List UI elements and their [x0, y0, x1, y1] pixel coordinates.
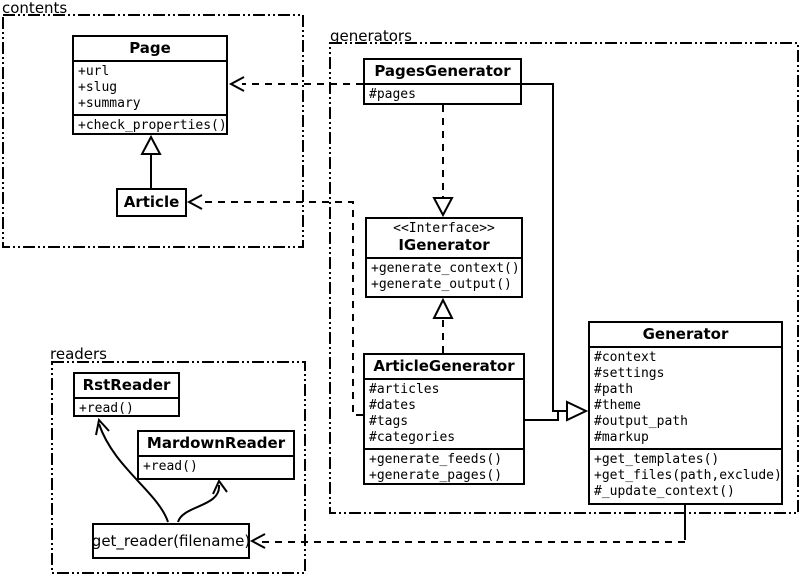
class-generator-title: Generator — [590, 323, 781, 348]
attribute: #pages — [369, 87, 416, 102]
class-generator-attributes: #context #settings #path #theme #output_… — [590, 348, 781, 448]
method: +get_files(path,exclude) — [594, 468, 782, 483]
class-pagesgenerator-title: PagesGenerator — [365, 60, 520, 85]
attribute: #dates — [369, 398, 416, 413]
attribute: #tags — [369, 414, 409, 429]
attribute: #context — [594, 350, 657, 365]
class-article-title: Article — [123, 193, 180, 211]
class-rstreader: RstReader +read() — [73, 372, 180, 417]
attribute: #articles — [369, 382, 440, 397]
class-page: Page +url +slug +summary +check_properti… — [72, 35, 228, 135]
class-mardownreader-title: MardownReader — [139, 432, 293, 457]
method: +get_templates() — [594, 452, 720, 467]
realization-arrowhead-igenerator-bottom — [432, 297, 454, 319]
function-get-reader-label: get_reader(filename) — [91, 532, 251, 550]
method: #_update_context() — [594, 484, 735, 499]
attribute: #markup — [594, 430, 649, 445]
method: +check_properties() — [78, 118, 227, 133]
method: +generate_pages() — [369, 468, 503, 483]
class-pagesgenerator: PagesGenerator #pages — [363, 58, 522, 105]
class-page-methods: +check_properties() — [74, 114, 227, 133]
dependency-arrowhead-getreader — [249, 533, 266, 549]
package-label-readers: readers — [50, 345, 107, 363]
class-igenerator-title: <<Interface>> IGenerator — [367, 219, 521, 259]
package-label-generators: generators — [330, 27, 412, 45]
inheritance-arrowhead-generator — [566, 400, 589, 422]
class-mardownreader: MardownReader +read() — [137, 430, 295, 480]
class-articlegenerator-methods: +generate_feeds() +generate_pages() — [365, 448, 523, 483]
class-articlegenerator-title: ArticleGenerator — [365, 355, 523, 380]
class-page-attributes: +url +slug +summary — [74, 62, 226, 114]
attribute: #path — [594, 382, 634, 397]
dependency-arrowhead-article — [186, 194, 203, 210]
interface-stereotype: <<Interface>> — [393, 221, 495, 236]
package-label-contents: contents — [2, 0, 68, 17]
class-igenerator: <<Interface>> IGenerator +generate_conte… — [365, 217, 523, 298]
inheritance-arrowhead-page — [140, 134, 162, 155]
call-getreader-to-mardownreader-line — [177, 484, 221, 523]
class-articlegenerator: ArticleGenerator #articles #dates #tags … — [363, 353, 525, 485]
class-generator: Generator #context #settings #path #them… — [588, 321, 783, 505]
class-rstreader-methods: +read() — [75, 399, 178, 416]
dependency-arrowhead-page — [228, 76, 245, 92]
package-contents-border — [2, 14, 304, 248]
class-generator-methods: +get_templates() +get_files(path,exclude… — [590, 448, 781, 502]
dependency-articlegenerator-to-article-line — [199, 201, 363, 416]
attribute: #settings — [594, 366, 665, 381]
method: +read() — [79, 401, 134, 416]
realization-arrowhead-igenerator-top — [432, 197, 454, 218]
class-pagesgenerator-attributes: #pages — [365, 85, 520, 103]
class-igenerator-methods: +generate_context() +generate_output() — [367, 259, 521, 295]
call-getreader-to-rstreader-line — [98, 423, 169, 523]
method: +read() — [143, 459, 198, 474]
class-igenerator-name: IGenerator — [398, 236, 490, 254]
class-articlegenerator-attributes: #articles #dates #tags #categories — [365, 380, 523, 448]
attribute: +slug — [78, 80, 118, 95]
package-readers-border — [51, 361, 306, 574]
class-rstreader-title: RstReader — [75, 374, 178, 399]
method: +generate_context() — [371, 261, 520, 276]
attribute: #categories — [369, 430, 456, 445]
package-generators-border — [329, 42, 799, 514]
arrowhead-mardownreader — [212, 479, 228, 495]
class-page-title: Page — [74, 37, 226, 62]
arrowhead-rstreader — [95, 417, 110, 436]
method: +generate_feeds() — [369, 452, 503, 467]
function-get-reader: get_reader(filename) — [92, 523, 250, 559]
attribute: +summary — [78, 96, 141, 111]
attribute: +url — [78, 64, 110, 79]
attribute: #output_path — [594, 414, 688, 429]
attribute: #theme — [594, 398, 641, 413]
inheritance-pagesgenerator-to-generator-line — [522, 83, 567, 412]
class-article: Article — [116, 188, 187, 217]
inheritance-articlegenerator-to-generator-line — [525, 411, 559, 421]
class-mardownreader-methods: +read() — [139, 457, 293, 477]
method: +generate_output() — [371, 277, 512, 292]
